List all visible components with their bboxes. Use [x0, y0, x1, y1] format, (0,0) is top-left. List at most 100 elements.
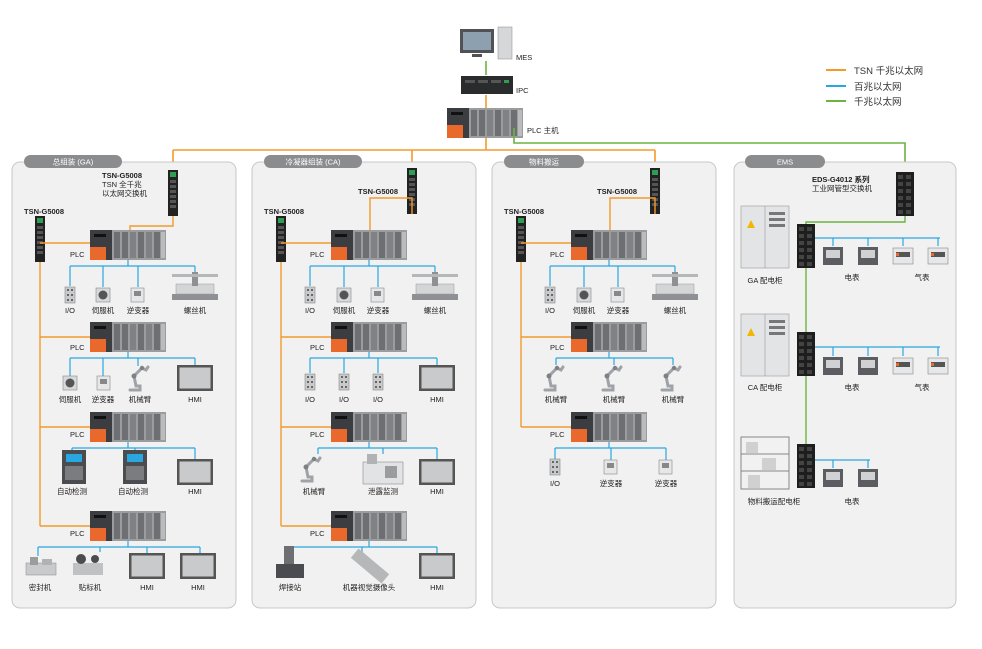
tab-ems-label: EMS [777, 158, 793, 167]
tab-ga-label: 总组装 (GA) [53, 157, 94, 167]
ga-top-switch-desc2: 以太网交换机 [102, 188, 147, 198]
mh-plc3-label: PLC [550, 430, 565, 439]
ems-ga-gas1-icon [892, 247, 914, 265]
ga-plc3-label: PLC [70, 430, 85, 439]
ga-r4-label-1: 贴标机 [79, 582, 102, 592]
ga-r4-hmi2-icon [180, 553, 216, 579]
legend-label-gigabit-ethernet: 千兆以太网 [854, 96, 902, 108]
ca-r2-label-3: HMI [430, 395, 444, 404]
ga-r4-hmi1-icon [129, 553, 165, 579]
ipc-label: IPC [516, 86, 529, 95]
ga-r1-servo-icon [95, 287, 111, 303]
ca-plc3-label: PLC [310, 430, 325, 439]
ca-plc1-label: PLC [310, 250, 325, 259]
tab-mh-label: 物料搬运 [529, 157, 559, 167]
ga-r3-label-2: HMI [188, 487, 202, 496]
ca-r2-io3-icon [372, 373, 384, 391]
mh-r3-label-1: 逆变器 [600, 478, 623, 488]
mh-r2-label-2: 机械臂 [662, 394, 685, 404]
ga-r1-io-icon [64, 286, 76, 304]
ga-plc1-label: PLC [70, 250, 85, 259]
mh-r1-servo-icon [576, 287, 592, 303]
panel-ca [251, 161, 477, 609]
ca-r1-screw-icon [411, 271, 459, 301]
ga-side-switch-icon [35, 216, 45, 262]
ems-top-switch-icon [896, 172, 914, 216]
ca-r1-inverter-icon [370, 287, 385, 303]
ca-side-switch-name: TSN-G5008 [264, 207, 304, 216]
ca-r4-hmi-icon [419, 553, 455, 579]
mh-r3-label-0: I/O [550, 479, 560, 488]
ems-ca-cabinet-icon [740, 313, 790, 377]
ems-mh-meter2-icon [858, 469, 878, 487]
ems-ga-cabinet-icon [740, 205, 790, 269]
ca-r1-servo-icon [336, 287, 352, 303]
legend: TSN 千兆以太网 百兆以太网 千兆以太网 [826, 65, 923, 108]
ems-switch-desc: 工业网管型交换机 [812, 183, 872, 193]
ga-r3-label-1: 自动检测 [118, 486, 148, 496]
tab-mh [504, 155, 584, 168]
main-plc-icon [447, 108, 523, 138]
ipc-device-icon [461, 76, 513, 94]
ca-r1-label-2: 逆变器 [367, 305, 390, 315]
mh-top-switch-name: TSN-G5008 [597, 187, 637, 196]
tab-ems [745, 155, 825, 168]
mh-plc1-label: PLC [550, 250, 565, 259]
ga-r1-label-3: 螺丝机 [184, 305, 207, 315]
mh-r1-label-0: I/O [545, 306, 555, 315]
panel-ems [733, 161, 957, 609]
tab-ca [264, 155, 362, 168]
ems-ca-gas2-icon [927, 357, 949, 375]
mh-r1-screw-icon [651, 271, 699, 301]
ca-r3-hmi-icon [419, 459, 455, 485]
legend-label-tsn: TSN 千兆以太网 [854, 65, 923, 77]
mh-r3-inverter2-icon [658, 459, 673, 475]
ga-r1-label-1: 伺服机 [92, 305, 115, 315]
ems-ca-meter2-icon [858, 357, 878, 375]
ems-ga-gas-label: 气表 [915, 272, 930, 282]
ca-r2-io1-icon [304, 373, 316, 391]
ga-top-switch-desc1: TSN 全千兆 [102, 179, 142, 189]
ca-side-switch-icon [276, 216, 286, 262]
ca-r3-label-0: 机械臂 [303, 486, 326, 496]
mh-r3-inverter1-icon [603, 459, 618, 475]
ca-r4-label-2: HMI [430, 583, 444, 592]
ca-r1-label-1: 伺服机 [333, 305, 356, 315]
ga-r3-inspect1-icon [62, 450, 86, 484]
ga-r1-label-2: 逆变器 [127, 305, 150, 315]
ga-r3-inspect2-icon [123, 450, 147, 484]
ga-zone: TSN-G5008 TSN 全千兆 以太网交换机 TSN-G5008 PLC I… [24, 170, 219, 592]
ems-ga-meter2-icon [858, 247, 878, 265]
ems-ga-meter-label: 电表 [845, 272, 860, 282]
ga-r1-label-0: I/O [65, 306, 75, 315]
ga-side-switch-name: TSN-G5008 [24, 207, 64, 216]
mh-plc2-label: PLC [550, 343, 565, 352]
mh-r1-inverter-icon [610, 287, 625, 303]
mh-r1-label-1: 伺服机 [573, 305, 596, 315]
mh-r1-label-2: 逆变器 [607, 305, 630, 315]
panel-ga [11, 161, 237, 609]
legend-label-fast-ethernet: 百兆以太网 [854, 81, 902, 93]
ga-r2-inverter-icon [96, 375, 111, 391]
tab-ca-label: 冷凝器组装 (CA) [286, 157, 341, 167]
ga-r2-hmi-icon [177, 365, 213, 391]
mh-r1-label-3: 螺丝机 [664, 305, 687, 315]
ca-plc2-label: PLC [310, 343, 325, 352]
ems-mh-switch-icon [797, 444, 815, 488]
ga-r2-label-0: 伺服机 [59, 394, 82, 404]
ga-top-switch-name: TSN-G5008 [102, 171, 142, 180]
ga-plc4-label: PLC [70, 529, 85, 538]
main-plc-label: PLC 主机 [527, 125, 559, 135]
ca-r3-label-1: 泄露监测 [368, 486, 398, 496]
ga-r2-label-3: HMI [188, 395, 202, 404]
ca-r1-label-0: I/O [305, 306, 315, 315]
ca-r2-label-0: I/O [305, 395, 315, 404]
mh-side-switch-icon [516, 216, 526, 262]
mh-zone: TSN-G5008 TSN-G5008 PLC I/O 伺服机 逆变器 螺丝机 … [504, 168, 699, 488]
ca-r3-label-2: HMI [430, 487, 444, 496]
ems-mh-cabinet-label: 物料搬运配电柜 [748, 496, 801, 506]
ca-r2-label-1: I/O [339, 395, 349, 404]
mh-r2-label-0: 机械臂 [545, 394, 568, 404]
mh-side-switch-name: TSN-G5008 [504, 207, 544, 216]
mh-r3-label-2: 逆变器 [655, 478, 678, 488]
